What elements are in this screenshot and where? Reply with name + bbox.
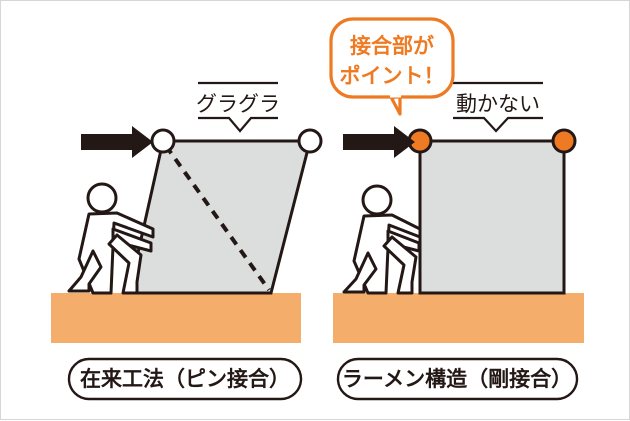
- left-caption-pill: 在来工法（ピン接合）: [67, 357, 303, 401]
- callout-line-1: 接合部が: [350, 34, 434, 58]
- right-label-text: 動かない: [456, 92, 540, 116]
- left-force-arrow: [81, 126, 153, 158]
- right-frame-body: [418, 139, 566, 295]
- right-force-arrow: [343, 126, 415, 158]
- left-panel-group: グラグラ: [51, 81, 323, 343]
- left-caption-pill-outline: [67, 357, 303, 401]
- right-person-front-leg: [382, 235, 418, 295]
- left-label-rule-bottom-with-notch: [198, 116, 278, 133]
- left-person-head: [86, 182, 118, 214]
- left-joint-pin-top-left: [150, 128, 176, 154]
- right-caption-text: ラーメン構造（剛接合）: [342, 367, 572, 391]
- left-caption-text: 在来工法（ピン接合）: [80, 367, 290, 391]
- callout-line-2: ポイント！: [340, 64, 445, 88]
- right-person-head: [361, 184, 393, 216]
- left-joint-pin-top-right: [297, 128, 323, 154]
- right-panel-group: 動かない: [333, 81, 584, 343]
- right-ground-slab: [333, 293, 584, 343]
- left-frame-body: [127, 139, 312, 295]
- left-label-text: グラグラ: [196, 92, 280, 116]
- right-person-back-leg: [342, 251, 378, 294]
- right-person-figure: [342, 184, 422, 295]
- left-person-arm-lower: [111, 227, 153, 253]
- right-label-group: 動かない: [453, 81, 543, 133]
- right-person-arm-lower: [386, 229, 421, 253]
- right-caption-pill: ラーメン構造（剛接合）: [336, 357, 579, 401]
- right-label-rule-bottom-with-notch: [453, 116, 543, 133]
- left-label-group: グラグラ: [196, 81, 280, 133]
- left-person-figure: [67, 182, 155, 295]
- left-diagonal-dashed-line: [164, 144, 271, 292]
- left-person-back-leg: [67, 249, 103, 293]
- right-caption-pill-outline: [336, 357, 579, 401]
- left-ground-slab: [51, 293, 301, 343]
- callout-bubble: 接合部が ポイント！: [329, 17, 455, 116]
- left-person-front-leg: [107, 233, 143, 295]
- right-joint-rigid-top-right: [551, 128, 577, 154]
